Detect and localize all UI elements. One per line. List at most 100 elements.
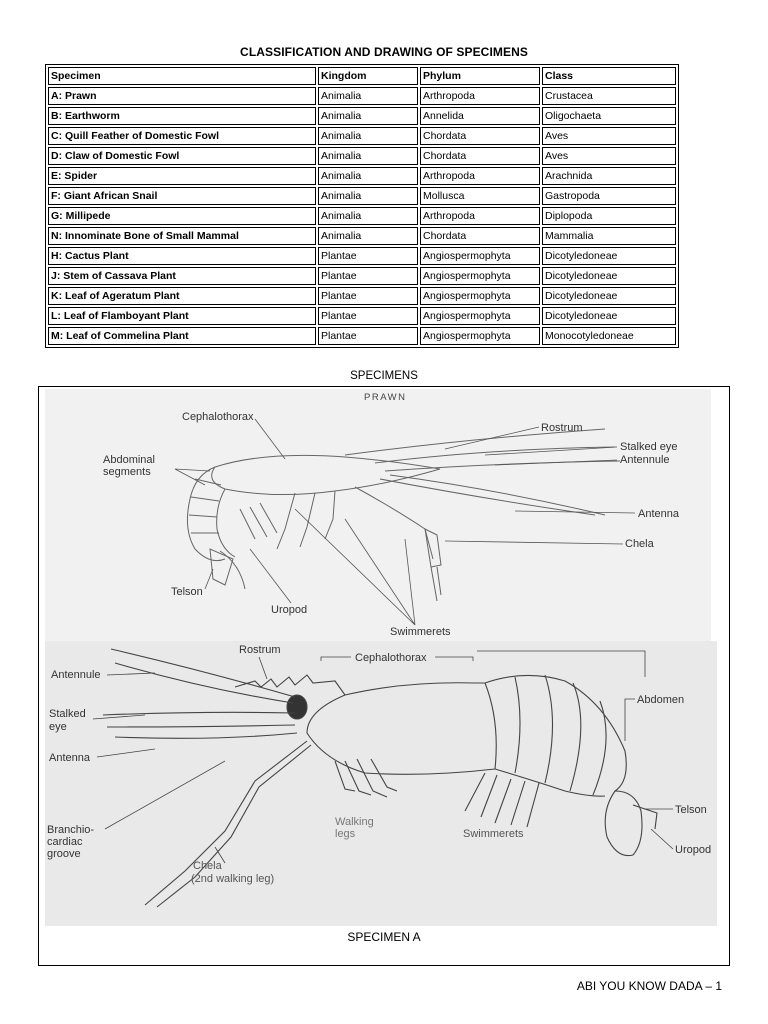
label-antennule: Antennule	[620, 454, 670, 466]
header-specimen: Specimen	[48, 67, 316, 85]
class-cell: Dicotyledoneae	[542, 307, 676, 325]
page-title: CLASSIFICATION AND DRAWING OF SPECIMENS	[0, 45, 768, 59]
label-chela-detail-1: Chela	[193, 860, 223, 872]
phylum-cell: Chordata	[420, 127, 540, 145]
specimen-cell: M: Leaf of Commelina Plant	[48, 327, 316, 345]
label-swimmerets-detail: Swimmerets	[463, 828, 524, 840]
kingdom-cell: Animalia	[318, 147, 418, 165]
kingdom-cell: Plantae	[318, 327, 418, 345]
label-branchiocardiac-3: groove	[47, 848, 81, 860]
specimens-label: SPECIMENS	[0, 370, 768, 382]
label-abdominal-segments-2: segments	[103, 466, 151, 478]
phylum-cell: Arthropoda	[420, 207, 540, 225]
header-kingdom: Kingdom	[318, 67, 418, 85]
label-rostrum-detail: Rostrum	[239, 644, 281, 656]
header-phylum: Phylum	[420, 67, 540, 85]
label-uropod-detail: Uropod	[675, 844, 711, 856]
heading-prawn: PRAWN	[364, 392, 407, 403]
label-antenna-detail: Antenna	[49, 752, 91, 764]
specimen-cell: K: Leaf of Ageratum Plant	[48, 287, 316, 305]
prawn-diagram-top: PRAWN Cephalothorax Rostrum Stalked eye …	[45, 389, 711, 641]
kingdom-cell: Plantae	[318, 307, 418, 325]
label-telson-detail: Telson	[675, 804, 707, 816]
class-cell: Dicotyledoneae	[542, 287, 676, 305]
label-abdominal-segments-1: Abdominal	[103, 454, 155, 466]
specimen-cell: F: Giant African Snail	[48, 187, 316, 205]
class-cell: Aves	[542, 147, 676, 165]
class-cell: Gastropoda	[542, 187, 676, 205]
phylum-cell: Angiospermophyta	[420, 267, 540, 285]
label-abdomen: Abdomen	[637, 694, 684, 706]
prawn-detailed-sketch: Rostrum Cephalothorax Antennule Stalked …	[45, 641, 717, 926]
specimen-cell: E: Spider	[48, 167, 316, 185]
class-cell: Crustacea	[542, 87, 676, 105]
class-cell: Diplopoda	[542, 207, 676, 225]
class-cell: Dicotyledoneae	[542, 247, 676, 265]
phylum-cell: Annelida	[420, 107, 540, 125]
specimen-cell: C: Quill Feather of Domestic Fowl	[48, 127, 316, 145]
label-antennule-detail: Antennule	[51, 669, 101, 681]
specimen-cell: H: Cactus Plant	[48, 247, 316, 265]
phylum-cell: Arthropoda	[420, 87, 540, 105]
label-walking-legs-1: Walking	[335, 816, 374, 828]
phylum-cell: Chordata	[420, 147, 540, 165]
table-header-row: Specimen Kingdom Phylum Class	[48, 67, 676, 85]
label-cephalothorax: Cephalothorax	[182, 411, 254, 423]
label-branchiocardiac-1: Branchio-	[47, 824, 94, 836]
phylum-cell: Chordata	[420, 227, 540, 245]
header-class: Class	[542, 67, 676, 85]
label-stalked-eye: Stalked eye	[620, 441, 677, 453]
class-cell: Aves	[542, 127, 676, 145]
class-cell: Mammalia	[542, 227, 676, 245]
kingdom-cell: Plantae	[318, 267, 418, 285]
label-walking-legs-2: legs	[335, 828, 356, 840]
kingdom-cell: Animalia	[318, 87, 418, 105]
class-cell: Monocotyledoneae	[542, 327, 676, 345]
specimen-cell: G: Millipede	[48, 207, 316, 225]
label-rostrum: Rostrum	[541, 422, 583, 434]
prawn-diagram-bottom: Rostrum Cephalothorax Antennule Stalked …	[45, 641, 717, 926]
kingdom-cell: Animalia	[318, 207, 418, 225]
kingdom-cell: Animalia	[318, 127, 418, 145]
phylum-cell: Angiospermophyta	[420, 327, 540, 345]
kingdom-cell: Plantae	[318, 247, 418, 265]
specimen-cell: N: Innominate Bone of Small Mammal	[48, 227, 316, 245]
label-chela: Chela	[625, 538, 655, 550]
phylum-cell: Angiospermophyta	[420, 307, 540, 325]
specimen-cell: A: Prawn	[48, 87, 316, 105]
label-stalked-eye-detail-1: Stalked	[49, 708, 86, 720]
class-cell: Dicotyledoneae	[542, 267, 676, 285]
kingdom-cell: Animalia	[318, 227, 418, 245]
specimen-cell: L: Leaf of Flamboyant Plant	[48, 307, 316, 325]
specimen-cell: B: Earthworm	[48, 107, 316, 125]
kingdom-cell: Animalia	[318, 187, 418, 205]
label-telson: Telson	[171, 586, 203, 598]
phylum-cell: Angiospermophyta	[420, 247, 540, 265]
label-cephalothorax-detail: Cephalothorax	[355, 652, 427, 664]
kingdom-cell: Animalia	[318, 107, 418, 125]
label-chela-detail-2: (2nd walking leg)	[191, 873, 274, 885]
page-footer: ABI YOU KNOW DADA – 1	[577, 979, 722, 993]
kingdom-cell: Plantae	[318, 287, 418, 305]
phylum-cell: Angiospermophyta	[420, 287, 540, 305]
phylum-cell: Arthropoda	[420, 167, 540, 185]
prawn-lateral-sketch: PRAWN Cephalothorax Rostrum Stalked eye …	[45, 389, 711, 641]
class-cell: Oligochaeta	[542, 107, 676, 125]
label-antenna: Antenna	[638, 508, 680, 520]
specimen-cell: J: Stem of Cassava Plant	[48, 267, 316, 285]
label-uropod: Uropod	[271, 604, 307, 616]
kingdom-cell: Animalia	[318, 167, 418, 185]
